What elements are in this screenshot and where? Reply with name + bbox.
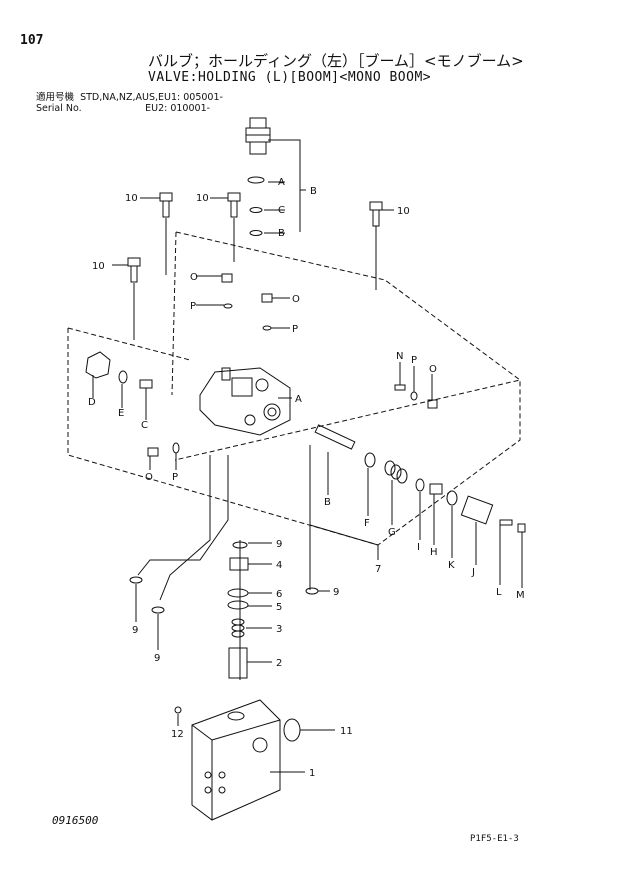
housing-1-shape <box>191 699 281 821</box>
screw-l-shape <box>499 519 513 526</box>
callout-10-d: 10 <box>92 261 105 272</box>
seal-p-upper-shape <box>223 303 233 309</box>
o-ring-a-shape <box>247 176 265 184</box>
spring-g-shape <box>384 460 408 484</box>
callout-o-upper: O <box>190 272 198 283</box>
callout-m: M <box>516 590 525 601</box>
ring-6-shape <box>227 588 249 598</box>
callout-11: 11 <box>340 726 353 737</box>
callout-9-mid: 9 <box>154 653 160 664</box>
callout-h: H <box>430 547 438 558</box>
plug-d-shape <box>85 351 111 379</box>
ring-i-shape <box>415 478 425 492</box>
bolt-10-a-shape <box>159 192 173 218</box>
o-ring-e-shape <box>118 370 128 384</box>
bolt-10-c-shape <box>369 201 383 227</box>
top-fitting-shape <box>245 117 271 155</box>
o-ring-9-left-shape <box>129 576 143 584</box>
spring-3-shape <box>231 618 245 638</box>
nut-m-shape <box>517 523 526 533</box>
o-ring-9-right-shape <box>305 587 319 595</box>
callout-5: 5 <box>276 602 282 613</box>
callout-b-top: B <box>278 228 285 239</box>
callout-a-top: A <box>278 177 285 188</box>
callout-7: 7 <box>375 564 381 575</box>
page-number: 107 <box>20 33 44 48</box>
callout-n: N <box>396 351 403 362</box>
callout-k: K <box>448 560 455 571</box>
callout-9-right: 9 <box>333 587 339 598</box>
callout-10-b: 10 <box>196 193 209 204</box>
callout-a-body: A <box>295 394 302 405</box>
callout-12: 12 <box>171 729 184 740</box>
serial-label: Serial No. <box>36 103 82 114</box>
plug-o-left-shape <box>147 447 159 457</box>
plug-o-upper-shape <box>221 273 233 283</box>
callout-l: L <box>496 587 502 598</box>
o-ring-11-shape <box>283 718 301 742</box>
callout-10-c: 10 <box>397 206 410 217</box>
o-ring-k-shape <box>446 490 458 506</box>
spool-b-shape <box>314 424 356 450</box>
callout-c-left: C <box>141 420 148 431</box>
callout-b-spool: B <box>324 497 331 508</box>
callout-9-stack: 9 <box>276 539 282 550</box>
title-japanese: バルブ；ホールディング（左）［ブーム］<モノブーム> <box>148 52 524 70</box>
footer-code: 0916500 <box>52 814 99 827</box>
ring-5-shape <box>227 600 249 610</box>
callout-f: F <box>364 518 370 529</box>
eu2-serial: 010001- <box>170 103 211 114</box>
model-label: 適用号機 <box>36 92 75 103</box>
eu2-label: EU2: <box>145 103 168 114</box>
callout-3: 3 <box>276 624 282 635</box>
cap-h-shape <box>429 483 443 495</box>
callout-o-left: O <box>145 472 153 483</box>
callout-4: 4 <box>276 560 282 571</box>
plug-j-shape <box>460 495 494 525</box>
eu1-serial: 005001- <box>183 92 223 103</box>
bolt-10-d-shape <box>127 257 141 283</box>
callout-d: D <box>88 397 96 408</box>
o-ring-9-mid-shape <box>151 606 165 614</box>
serial-applicability: 適用号機 STD,NA,NZ,AUS,EU1: 005001- Serial N… <box>36 92 223 114</box>
callout-9-left: 9 <box>132 625 138 636</box>
callout-leaders <box>92 139 523 773</box>
poppet-2-shape <box>228 647 248 679</box>
callout-o-n: O <box>429 364 437 375</box>
callout-1: 1 <box>309 768 315 779</box>
assembly-dashed-outline-upper <box>171 231 522 461</box>
o-ring-c-shape <box>249 207 263 213</box>
bolt-10-b-shape <box>227 192 241 218</box>
callout-p-n: P <box>411 355 417 366</box>
seal-p-left-shape <box>172 442 180 454</box>
ring-f-shape <box>364 452 376 468</box>
pin-c-shape <box>139 379 153 389</box>
callout-g: G <box>388 527 396 538</box>
plug-4-shape <box>229 557 249 571</box>
o-ring-b-shape <box>249 230 263 236</box>
seal-p-right-shape <box>262 325 272 331</box>
callout-i: I <box>417 542 420 553</box>
callout-10-a: 10 <box>125 193 138 204</box>
callout-p-right: P <box>292 324 298 335</box>
callout-p-upper: P <box>190 301 196 312</box>
o-ring-9-upper-shape <box>232 541 248 549</box>
footer-page-code: P1F5-E1-3 <box>470 834 519 844</box>
plug-12-shape <box>174 706 182 714</box>
model-list: STD,NA,NZ,AUS,EU1: <box>80 92 181 103</box>
callout-2: 2 <box>276 658 282 669</box>
callout-b-bracket: B <box>310 186 317 197</box>
callout-e: E <box>118 408 124 419</box>
plug-o-right-shape <box>261 293 273 303</box>
callout-c-top: C <box>278 205 285 216</box>
callout-p-left: P <box>172 472 178 483</box>
callout-6: 6 <box>276 589 282 600</box>
title-english: VALVE:HOLDING (L)[BOOM]<MONO BOOM> <box>148 70 432 85</box>
callout-o-right: O <box>292 294 300 305</box>
callout-j: J <box>471 567 475 578</box>
valve-cover-body-shape <box>199 367 291 436</box>
